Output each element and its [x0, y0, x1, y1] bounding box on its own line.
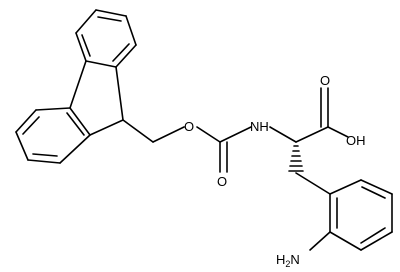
double-bond-inner	[66, 112, 85, 136]
bond	[219, 126, 252, 143]
acid-oxygen-label: O	[320, 73, 330, 88]
amine-label: H2N	[276, 252, 300, 269]
double-bond-inner	[32, 153, 58, 157]
bond	[69, 107, 91, 136]
hydroxyl-label: OH	[346, 133, 366, 148]
bond	[295, 172, 331, 195]
bond	[27, 159, 61, 164]
fmoc-linker	[122, 119, 252, 173]
bond	[152, 126, 185, 143]
double-bond-inner	[361, 186, 386, 199]
bond	[329, 179, 362, 195]
bond	[15, 109, 37, 133]
bond	[309, 231, 331, 251]
bond	[69, 60, 87, 109]
double-bond-inner	[112, 43, 130, 62]
bond	[75, 9, 97, 34]
bond	[125, 15, 137, 46]
bond	[85, 60, 117, 68]
bond	[115, 44, 137, 68]
bond	[89, 119, 124, 136]
double-bond-inner	[81, 34, 91, 57]
bond	[329, 231, 362, 251]
stereo-hash-bond	[288, 145, 304, 172]
bond	[35, 107, 71, 111]
bond	[122, 119, 154, 143]
bond	[95, 9, 127, 17]
bond	[15, 131, 29, 161]
bond	[196, 126, 221, 143]
bond	[75, 32, 87, 62]
bond	[115, 66, 124, 121]
fluorene-lower-ring	[15, 107, 91, 164]
double-bond-inner	[97, 16, 122, 22]
bond	[360, 231, 393, 251]
bond	[327, 126, 349, 138]
amino-acid-core	[269, 87, 349, 195]
fluorene-five-ring	[69, 60, 124, 136]
bond	[360, 179, 393, 195]
bond	[59, 134, 91, 164]
aminophenyl-ring	[309, 179, 393, 251]
double-bond-inner	[22, 116, 40, 135]
bond	[269, 126, 297, 143]
ester-oxygen-label: O	[184, 119, 194, 134]
double-bond-inner	[360, 227, 386, 244]
bond	[295, 126, 329, 143]
fluorene-upper-ring	[75, 9, 137, 68]
amide-nh-label: NH	[250, 119, 269, 134]
carbonyl-oxygen-label: O	[217, 174, 227, 189]
